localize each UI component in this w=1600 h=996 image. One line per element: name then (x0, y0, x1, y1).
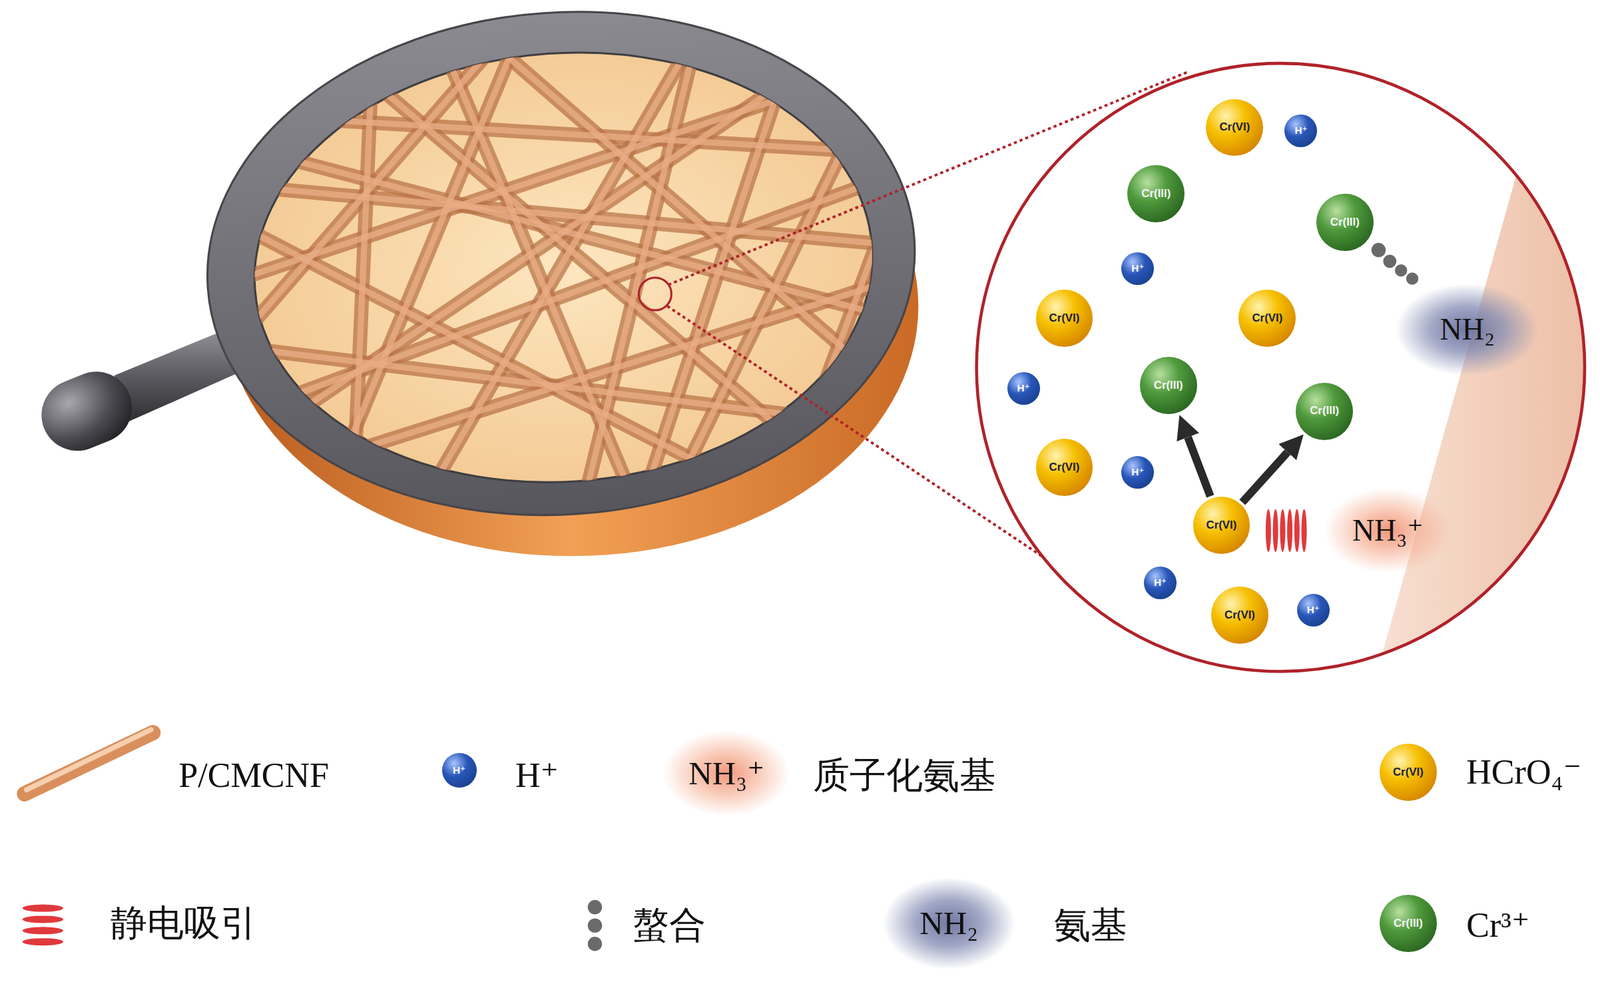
legend-protonated-amino-blob: NH₃⁺ (663, 730, 790, 817)
legend-entry: 螯合 (632, 904, 706, 947)
handle-knob (30, 360, 143, 462)
legend-text: 质子化氨基 (812, 754, 997, 797)
sample-text: Cr(III) (1393, 917, 1423, 931)
node-text: Cr(VI) (1251, 312, 1283, 325)
legend-text: 螯合 (632, 904, 706, 947)
fiber-mesh (229, 19, 893, 512)
reduction-arrow (1242, 452, 1288, 503)
hcro4-ball: Cr(VI) (1211, 586, 1269, 644)
proton-ball: H⁺ (1121, 252, 1154, 285)
legend-entry: H⁺ (515, 755, 559, 796)
zoom-circle (976, 63, 1585, 672)
cr3-ball: Cr(III) (1139, 356, 1198, 415)
node-text: H⁺ (1153, 577, 1167, 589)
proton-ball: H⁺ (1007, 372, 1041, 405)
legend-entry: P/CMCNF (178, 755, 329, 796)
chelation-dot (1406, 272, 1419, 285)
node-text: Cr(VI) (1205, 519, 1237, 533)
node-text: Cr(III) (1330, 216, 1360, 230)
hcro4-ball: Cr(VI) (1205, 99, 1264, 157)
node-text: Cr(VI) (1224, 609, 1256, 622)
fiber-surface (1365, 153, 1600, 715)
legend-cr3-ball: Cr(III) (1379, 894, 1437, 953)
protonated-amino-blob: NH₃⁺ (1324, 488, 1451, 574)
cr3-ball: Cr(III) (1295, 382, 1353, 441)
node-text: H⁺ (1131, 466, 1144, 479)
node-text: Cr(III) (1309, 404, 1339, 418)
legend-text: HCrO₄⁻ (1466, 752, 1582, 793)
node-text: Cr(III) (1141, 187, 1171, 201)
legend-proton-ball: H⁺ (442, 753, 477, 788)
legend-amino-blob: NH₂ (882, 877, 1016, 970)
proton-ball: H⁺ (1143, 566, 1177, 600)
node-text: Cr(VI) (1048, 312, 1080, 325)
node-text: H⁺ (1294, 125, 1308, 137)
node-text: NH₃⁺ (1352, 514, 1424, 548)
cr3-ball: Cr(III) (1316, 193, 1374, 252)
hcro4-ball: Cr(VI) (1238, 289, 1296, 347)
node-text: Cr(VI) (1219, 121, 1250, 134)
filter-ring (190, 0, 933, 539)
node-text: Cr(VI) (1048, 461, 1080, 475)
legend-entry: 氨基 (1054, 904, 1128, 947)
proton-ball: H⁺ (1121, 456, 1154, 489)
electrostatic-sample (22, 904, 64, 947)
node-text: NH₂ (1440, 312, 1495, 347)
legend-text: H⁺ (515, 755, 559, 796)
chelation-dot (1394, 264, 1407, 277)
hcro4-ball: Cr(VI) (1036, 289, 1094, 347)
legend-entry: 静电吸引 (110, 902, 258, 945)
node-text: Cr(III) (1153, 379, 1184, 393)
hcro4-ball: Cr(VI) (1036, 438, 1094, 497)
fiber-sample (24, 732, 154, 794)
zoom-spot (638, 277, 672, 311)
legend-entry: HCrO₄⁻ (1466, 752, 1582, 793)
sample-text: H⁺ (452, 765, 466, 777)
proton-ball: H⁺ (1284, 114, 1318, 148)
legend-text: Cr³⁺ (1466, 905, 1530, 946)
fiber-sample-highlight (26, 729, 152, 790)
legend-entry: Cr³⁺ (1466, 905, 1530, 946)
cr3-ball: Cr(III) (1127, 165, 1185, 223)
reduction-arrow (1187, 437, 1211, 497)
legend-hcro4-ball: Cr(VI) (1379, 743, 1437, 801)
node-text: H⁺ (1131, 263, 1144, 275)
chelation-sample (587, 900, 602, 952)
amino-blob: NH₂ (1395, 283, 1539, 376)
node-text: H⁺ (1307, 604, 1320, 616)
sample-text: NH₃⁺ (688, 755, 765, 792)
hcro4-ball: Cr(VI) (1193, 496, 1251, 554)
chelation-dot (1382, 254, 1397, 268)
sample-text: NH₂ (919, 905, 979, 942)
sample-text: Cr(VI) (1392, 766, 1424, 780)
legend-text: 静电吸引 (110, 902, 258, 945)
fiber-highlights (229, 19, 893, 512)
node-text: H⁺ (1017, 382, 1031, 395)
fiber-strands (229, 19, 893, 512)
legend-text: 氨基 (1054, 904, 1128, 947)
electrostatic-symbol (1265, 509, 1308, 552)
legend-text: P/CMCNF (178, 755, 329, 796)
legend-entry: 质子化氨基 (812, 754, 997, 797)
chelation-dot (1371, 243, 1386, 258)
proton-ball: H⁺ (1297, 593, 1330, 627)
